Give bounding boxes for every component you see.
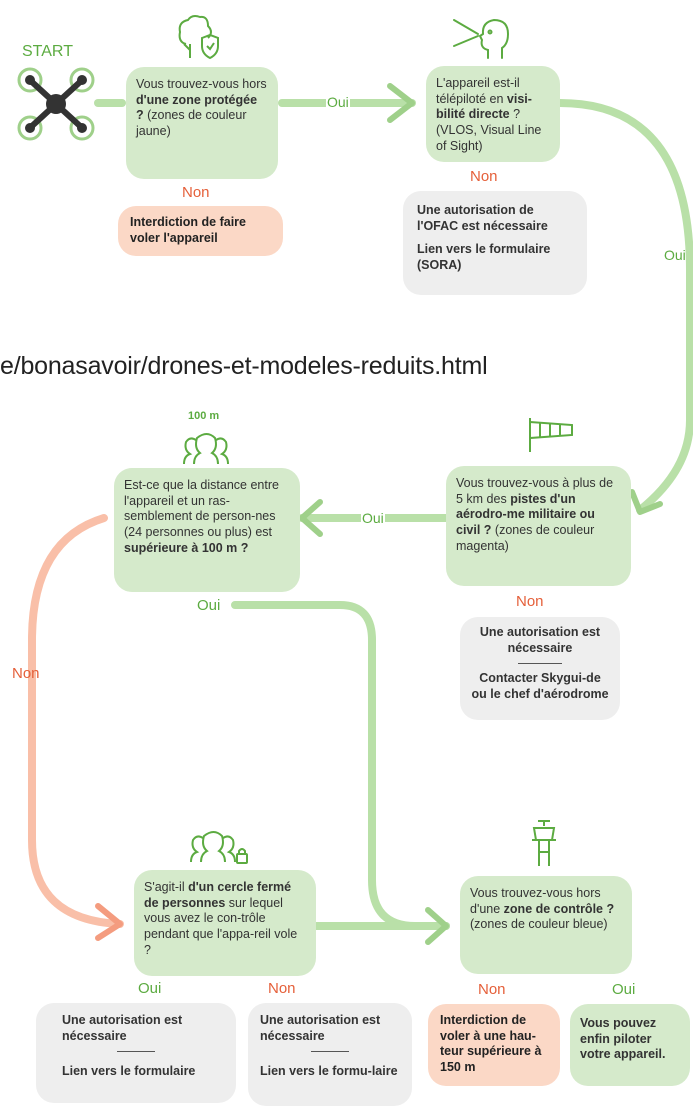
q5-oui-result: Une autorisation est nécessaire Lien ver… bbox=[36, 1003, 236, 1103]
arrowhead-q3-q4 bbox=[299, 499, 323, 537]
closed-circle-crowd-icon bbox=[190, 831, 248, 864]
q6-oui-label: Oui bbox=[612, 981, 636, 998]
q4-oui-label: Oui bbox=[197, 597, 221, 614]
q3-oui-label: Oui bbox=[361, 510, 385, 526]
q1-text-post: (zones de couleur jaune) bbox=[136, 108, 247, 138]
arrowhead-q2-q3 bbox=[629, 489, 663, 515]
arrowhead-to-q6 bbox=[425, 907, 449, 945]
q2-text-bold: visi-bilité directe bbox=[436, 91, 532, 122]
q5-non-line1: Une autorisation est nécessaire bbox=[260, 1013, 381, 1043]
q4-distance-badge: 100 m bbox=[188, 410, 220, 422]
q3-aerodrome-box: Vous trouvez-vous à plus de 5 km des pis… bbox=[446, 466, 631, 586]
q6-non-label: Non bbox=[478, 981, 506, 998]
q6-control-zone-box: Vous trouvez-vous hors d'une zone de con… bbox=[460, 876, 632, 974]
q4-crowd-distance-box: Est-ce que la distance entre l'appareil … bbox=[114, 468, 300, 592]
q1-text-pre: Vous trouvez-vous hors bbox=[136, 77, 267, 91]
q3-non-line1: Une autorisation est nécessaire bbox=[479, 625, 601, 655]
crowd-icon bbox=[183, 433, 229, 465]
q6-text-post: (zones de couleur bleue) bbox=[470, 917, 608, 932]
q4-text-pre: Est-ce que la distance entre l'appareil … bbox=[124, 478, 279, 539]
q1-non-result: Interdiction de faire voler l'appareil bbox=[118, 206, 283, 256]
q2-non-label: Non bbox=[470, 168, 498, 185]
q1-protected-zone-box: Vous trouvez-vous hors d'une zone protég… bbox=[126, 67, 278, 179]
q5-oui-label: Oui bbox=[138, 980, 162, 997]
drone-icon bbox=[17, 67, 95, 141]
arrowhead-q1-q2 bbox=[387, 83, 415, 123]
q5-oui-line1: Une autorisation est nécessaire bbox=[62, 1013, 183, 1043]
q2-non-line2: Lien vers le formulaire (SORA) bbox=[417, 242, 551, 272]
q5-closed-circle-box: S'agit-il d'un cercle fermé de personnes… bbox=[134, 870, 316, 976]
q2-non-result: Une autorisation de l'OFAC est nécessair… bbox=[403, 191, 587, 295]
control-tower-icon bbox=[532, 820, 556, 866]
windsock-icon bbox=[529, 418, 573, 452]
arrowhead-q4-q5 bbox=[95, 903, 123, 941]
q5-non-result: Une autorisation est nécessaire Lien ver… bbox=[248, 1003, 412, 1106]
q5-oui-separator bbox=[117, 1051, 155, 1053]
q2-oui-label: Oui bbox=[664, 247, 686, 263]
q3-text-pre: Vous trouvez-vous à plus de 5 km des bbox=[456, 476, 614, 506]
q6-text-pre: Vous trouvez-vous hors d'une bbox=[470, 886, 601, 916]
arrow-q4-q5-non bbox=[28, 514, 124, 928]
start-label: START bbox=[22, 43, 73, 60]
q3-non-line2: Contacter Skygui-de ou le chef d'aérodro… bbox=[471, 671, 609, 701]
q2-non-line1: Une autorisation de l'OFAC est nécessair… bbox=[417, 203, 548, 233]
q2-line-of-sight-box: L'appareil est-il télépiloté en visi-bil… bbox=[426, 66, 560, 162]
eye-sight-icon bbox=[453, 18, 510, 59]
q3-non-label: Non bbox=[516, 593, 544, 610]
q3-non-result: Une autorisation est nécessaire Contacte… bbox=[460, 617, 620, 720]
q1-text-bold: d'une zone protégée ? bbox=[136, 92, 258, 123]
q6-oui-result: Vous pouvez enfin piloter votre appareil… bbox=[570, 1004, 690, 1086]
source-url-text: e/bonasavoir/drones-et-modeles-reduits.h… bbox=[0, 352, 488, 380]
q3-separator bbox=[518, 663, 562, 665]
q5-non-line2: Lien vers le formu-laire bbox=[260, 1064, 398, 1079]
q2-text-post: ? (VLOS, Visual Line of Sight) bbox=[436, 107, 542, 153]
q6-text-bold: zone de contrôle ? bbox=[503, 901, 615, 916]
q2-text-pre: L'appareil est-il télépiloté en bbox=[436, 76, 520, 106]
q1-oui-label: Oui bbox=[326, 94, 350, 110]
q5-oui-line2: Lien vers le formulaire bbox=[62, 1064, 196, 1079]
q1-non-label: Non bbox=[182, 184, 210, 201]
q3-text-post: (zones de couleur magenta) bbox=[456, 522, 595, 553]
q5-non-separator bbox=[311, 1051, 349, 1053]
q5-text-bold: d'un cercle fermé de personnes bbox=[144, 880, 292, 910]
q6-non-result: Interdiction de voler à une hau-teur sup… bbox=[428, 1004, 560, 1086]
q5-text-post: sur lequel vous avez le con-trôle pendan… bbox=[144, 895, 298, 957]
q5-non-label: Non bbox=[268, 980, 296, 997]
q4-non-label: Non bbox=[12, 665, 40, 682]
arrow-q2-q3 bbox=[556, 99, 693, 514]
q5-text-pre: S'agit-il bbox=[144, 880, 189, 894]
tree-shield-icon bbox=[178, 15, 219, 60]
q3-text-bold: pistes d'un aérodro-me militaire ou civi… bbox=[456, 491, 595, 537]
q4-text-bold: supérieure à 100 m ? bbox=[124, 540, 249, 555]
